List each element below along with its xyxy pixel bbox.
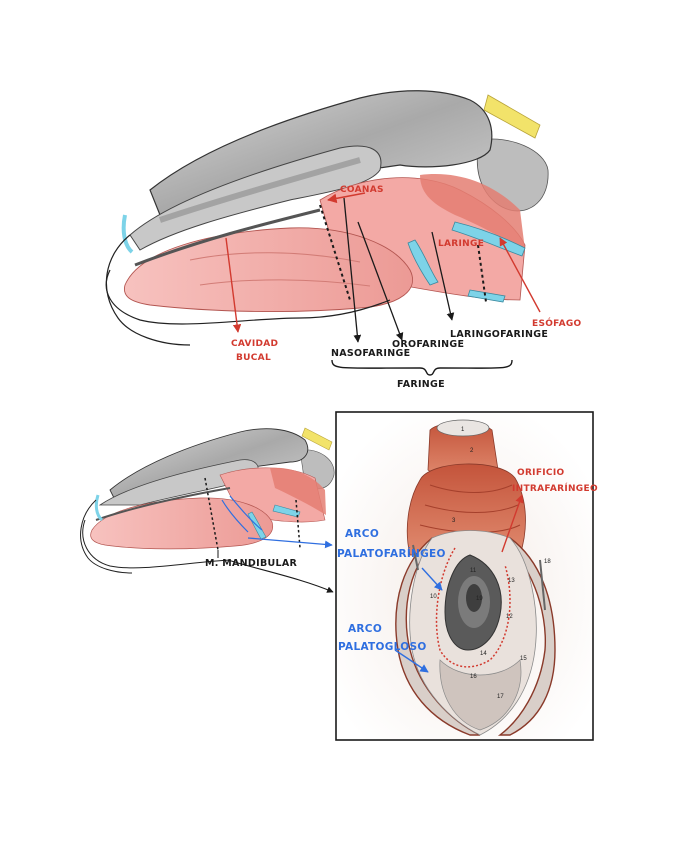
- label-arco-palatofaringeo-2: PALATOFARÍNGEO: [337, 547, 446, 560]
- label-orificio-2: INTRAFARÍNGEO: [512, 482, 598, 494]
- inset-num: 14: [480, 651, 487, 657]
- bottom-connectors: [217, 537, 334, 593]
- inset-num: 2: [470, 448, 474, 454]
- bottom-head-drawing: [80, 427, 335, 574]
- inset-num: 17: [497, 694, 504, 700]
- inset-num: 16: [470, 674, 477, 680]
- label-orofaringe: OROFARINGE: [392, 339, 464, 350]
- faringe-brace: [331, 359, 513, 376]
- label-cavidad-bucal-1: CAVIDAD: [231, 339, 278, 349]
- inset-pharynx-wall-left: [395, 537, 481, 736]
- inset-panel: [335, 411, 594, 741]
- pharynx-muscle: [420, 174, 525, 250]
- inset-num: 11: [470, 568, 477, 574]
- nerve-bundle: [483, 94, 541, 139]
- label-laringe: LARINGE: [438, 239, 484, 249]
- label-nasofaringe: NASOFARINGE: [331, 348, 410, 359]
- label-arco-palatofaringeo-1: ARCO: [345, 528, 379, 540]
- inset-numbers: 1 2 3 11 10 13 12 14 15 16 17 18 19: [430, 427, 551, 700]
- label-esofago: ESÓFAGO: [532, 317, 582, 329]
- label-m-mandibular: M. MANDIBULAR: [205, 558, 298, 569]
- inset-num: 15: [520, 656, 527, 662]
- label-arco-palatogloso-1: ARCO: [348, 623, 382, 635]
- inset-pharynx-wall-right: [497, 537, 556, 736]
- label-orificio-1: ORIFICIO: [517, 468, 564, 478]
- tongue: [123, 227, 413, 313]
- epiglottis: [407, 239, 439, 286]
- lower-jaw: [105, 269, 391, 325]
- label-laringofaringe: LARINGOFARINGE: [450, 329, 548, 340]
- top-arrows: [225, 192, 541, 376]
- palate: [134, 208, 321, 267]
- label-faringe: FARINGE: [397, 379, 445, 390]
- label-coanas: COANAS: [340, 185, 384, 195]
- inset-num: 13: [508, 578, 515, 584]
- top-head-drawing: [105, 90, 549, 346]
- label-arco-palatogloso-2: PALATOGLOSO: [338, 641, 427, 653]
- inset-num: 18: [544, 559, 551, 565]
- inset-num: 3: [452, 518, 456, 524]
- inset-tongue-base: [439, 659, 522, 731]
- inset-num: 10: [430, 594, 437, 600]
- inset-num: 12: [506, 614, 513, 620]
- inset-num: 1: [461, 427, 465, 433]
- label-cavidad-bucal-2: BUCAL: [236, 353, 271, 363]
- inset-num: 19: [476, 596, 483, 602]
- laryngeal-cartilage: [451, 221, 526, 257]
